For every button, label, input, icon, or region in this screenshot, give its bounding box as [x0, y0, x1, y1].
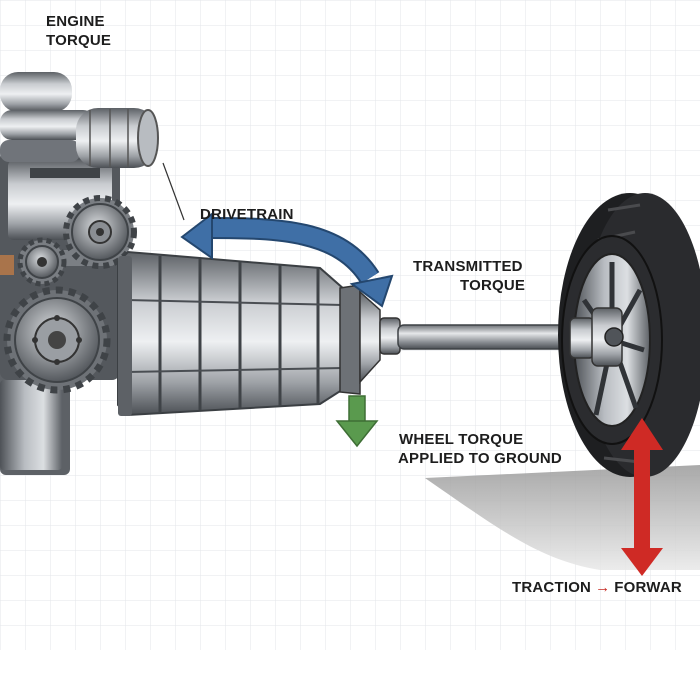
- drivetrain-arrow: [180, 211, 394, 308]
- transmitted-torque-label: TRANSMITTED TORQUE: [413, 257, 525, 295]
- drive-shaft: [397, 324, 579, 350]
- engine-torque-label: ENGINE TORQUE: [46, 12, 111, 50]
- engine-torque-label-line2: TORQUE: [46, 32, 112, 49]
- wheel-torque-label-line1: WHEEL TORQUE: [399, 431, 524, 448]
- transmitted-torque-label-line2: TORQUE: [460, 277, 526, 294]
- gear-middle: [17, 237, 67, 287]
- traction-arrow: [621, 418, 663, 576]
- right-arrow-icon: →: [595, 579, 611, 596]
- wheel-torque-label-line2: APPLIED TO GROUND: [398, 450, 562, 467]
- transmission-housing: [117, 250, 346, 417]
- drivetrain-label: DRIVETRAIN: [200, 206, 294, 223]
- wheel-torque-arrow: [335, 395, 379, 448]
- transmitted-torque-label-line1: TRANSMITTED: [413, 258, 523, 275]
- engine-leader-line: [162, 162, 185, 221]
- tailshaft: [339, 284, 401, 395]
- forward-text: FORWAR: [614, 579, 682, 596]
- gear-top: [63, 195, 137, 269]
- traction-text: TRACTION: [512, 579, 592, 596]
- gear-bottom: [3, 286, 111, 394]
- ground-shadow: [425, 465, 700, 570]
- traction-forward-label: TRACTION→FORWAR: [512, 578, 682, 597]
- wheel-torque-label: WHEEL TORQUE APPLIED TO GROUND: [398, 430, 562, 468]
- engine-torque-label-line1: ENGINE: [46, 13, 105, 30]
- wheel: [558, 193, 700, 477]
